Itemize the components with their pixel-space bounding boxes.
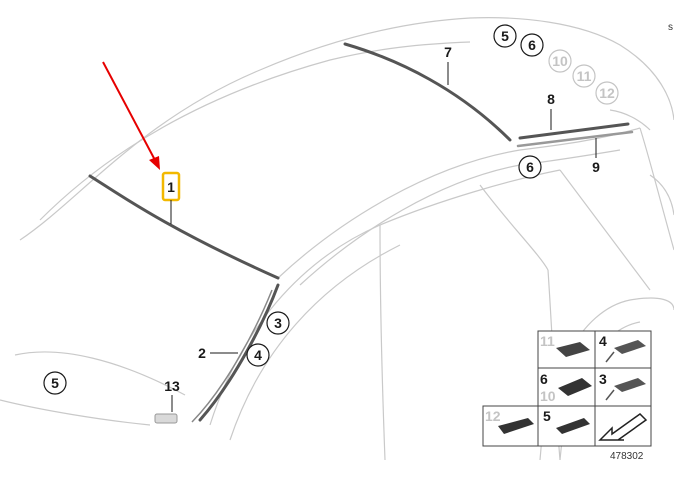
rear-seal-part-8 <box>518 122 630 140</box>
callout-11[interactable]: 11 <box>572 64 596 88</box>
callout-9[interactable]: 9 <box>592 138 600 175</box>
diagram-number: 478302 <box>610 451 644 462</box>
callout-5-left-label: 5 <box>51 375 59 391</box>
callout-6-top[interactable]: 6 <box>520 33 544 57</box>
callout-8-label: 8 <box>547 91 555 107</box>
callout-6-mid-label: 6 <box>526 159 534 175</box>
callout-3[interactable]: 3 <box>266 311 290 335</box>
callout-12-label: 12 <box>599 85 615 101</box>
legend-cell-4: 4 <box>599 333 646 363</box>
callout-9-label: 9 <box>592 159 600 175</box>
callout-2-label: 2 <box>198 345 206 361</box>
callout-7-label: 7 <box>444 44 452 60</box>
legend-cell-11: 11 <box>540 333 590 357</box>
roof-rear-seal-part <box>343 42 512 142</box>
legend-label-6: 6 <box>540 371 548 387</box>
arrow-icon <box>598 413 648 441</box>
corner-mark: s <box>668 22 673 33</box>
callout-10[interactable]: 10 <box>548 49 572 73</box>
windshield-seal-part <box>88 174 280 280</box>
legend-label-5: 5 <box>543 408 551 424</box>
callout-11-label: 11 <box>577 68 592 84</box>
red-arrow-icon <box>102 61 160 170</box>
legend-grid: 11 4 6 10 3 12 5 <box>482 330 652 447</box>
callout-4[interactable]: 4 <box>246 343 270 367</box>
seal-parts <box>88 42 634 424</box>
callout-5-left[interactable]: 5 <box>43 371 67 395</box>
callout-3-label: 3 <box>274 315 282 331</box>
car-body-outline <box>0 17 674 461</box>
legend-cell-5: 5 <box>543 408 590 434</box>
callout-13[interactable]: 13 <box>164 378 180 412</box>
a-pillar-seal-inner <box>191 289 273 423</box>
legend-label-10: 10 <box>540 388 556 404</box>
callout-5-top-label: 5 <box>501 28 509 44</box>
legend-label-4: 4 <box>599 333 607 349</box>
callout-13-label: 13 <box>164 378 180 394</box>
callout-chain-top: 5 6 10 11 12 <box>493 24 619 105</box>
callout-5-top[interactable]: 5 <box>493 24 517 48</box>
callout-10-label: 10 <box>552 53 568 69</box>
callout-7[interactable]: 7 <box>444 44 452 85</box>
rear-seal-part-9 <box>516 130 634 148</box>
callout-2[interactable]: 2 <box>198 345 238 361</box>
callout-1-highlighted[interactable]: 1 <box>161 171 181 224</box>
callout-12[interactable]: 12 <box>595 81 619 105</box>
legend-label-3: 3 <box>599 371 607 387</box>
legend-label-12: 12 <box>485 408 501 424</box>
legend-label-11: 11 <box>540 333 555 349</box>
legend-cell-3: 3 <box>599 371 646 401</box>
callout-6-mid[interactable]: 6 <box>518 155 542 179</box>
a-pillar-seal-part <box>198 283 280 422</box>
legend-cell-12: 12 <box>485 408 534 434</box>
clip-part-13 <box>154 413 178 424</box>
callout-8[interactable]: 8 <box>547 91 555 130</box>
callout-4-label: 4 <box>254 347 262 363</box>
legend-cell-6-10: 6 10 <box>540 371 592 404</box>
callout-6-top-label: 6 <box>528 37 536 53</box>
callout-1-label: 1 <box>167 179 175 195</box>
